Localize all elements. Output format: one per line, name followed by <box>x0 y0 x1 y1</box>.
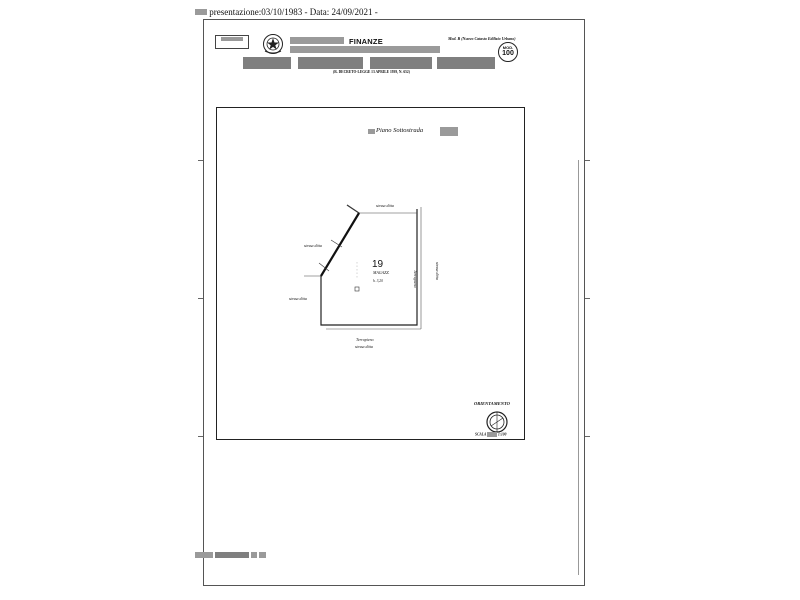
floor-plan-drawing <box>304 204 422 330</box>
redacted-block <box>215 552 249 558</box>
margin-tick <box>585 436 590 437</box>
redacted-block <box>243 57 291 69</box>
redacted-block <box>195 8 207 15</box>
scale-row: SCALA 1:100 <box>475 432 506 437</box>
header-trailing: - <box>374 6 378 17</box>
margin-tick <box>585 298 590 299</box>
room-name: MAGAZZ. <box>373 270 390 275</box>
header-separator: - <box>304 6 308 17</box>
redacted-block <box>290 37 344 44</box>
redacted-block <box>440 127 458 136</box>
presentation-date: presentazione:03/10/1983 <box>209 6 303 17</box>
redacted-block <box>370 57 432 69</box>
label-adjacent-bottom: stessa ditta <box>355 344 373 349</box>
redacted-block <box>259 552 266 558</box>
badge-label: MOD. <box>502 45 514 50</box>
decree-reference: (R. DECRETO-LEGGE 13 APRILE 1939, N. 652… <box>333 70 410 74</box>
document-header: presentazione:03/10/1983 - Data: 24/09/2… <box>195 6 378 17</box>
ministry-title: FINANZE <box>349 37 383 46</box>
room-number: 19 <box>372 259 384 270</box>
model-note: Mod. B (Nuovo Catasto Edilizio Urbano) <box>448 36 516 41</box>
label-bottom-embankment: Terrapieno <box>356 337 374 342</box>
room-height: h. 3,20 <box>373 279 383 283</box>
badge-number: 100 <box>502 50 514 57</box>
redacted-block <box>368 129 375 134</box>
redacted-block <box>437 57 495 69</box>
floor-title: Piano Sottostrada <box>376 127 424 134</box>
redacted-block <box>298 57 363 69</box>
redacted-block <box>195 552 213 558</box>
plan-frame <box>216 107 525 440</box>
republic-emblem-icon <box>263 34 283 54</box>
label-adjacent-top: stessa ditta <box>376 203 394 208</box>
model-badge: MOD. 100 <box>498 42 518 62</box>
redacted-block <box>487 432 498 437</box>
print-date: Data: 24/09/2021 <box>309 6 373 17</box>
margin-tick <box>585 160 590 161</box>
label-adjacent-left-lower: stessa ditta <box>289 296 307 301</box>
scale-value: 1:100 <box>498 432 507 437</box>
margin-guide <box>578 160 579 575</box>
redacted-block <box>251 552 257 558</box>
margin-tick <box>198 160 203 161</box>
label-right-embankment: Terrapieno <box>413 270 418 288</box>
scale-label: SCALA <box>475 432 487 437</box>
form-stamp <box>215 35 249 49</box>
label-adjacent-left-upper: stessa ditta <box>304 243 322 248</box>
margin-tick <box>198 436 203 437</box>
redacted-block <box>290 46 440 53</box>
document-sheet <box>203 19 585 586</box>
label-adjacent-right: stessa ditta <box>435 262 440 280</box>
margin-tick <box>198 298 203 299</box>
orientation-title: ORIENTAMENTO <box>474 401 510 406</box>
